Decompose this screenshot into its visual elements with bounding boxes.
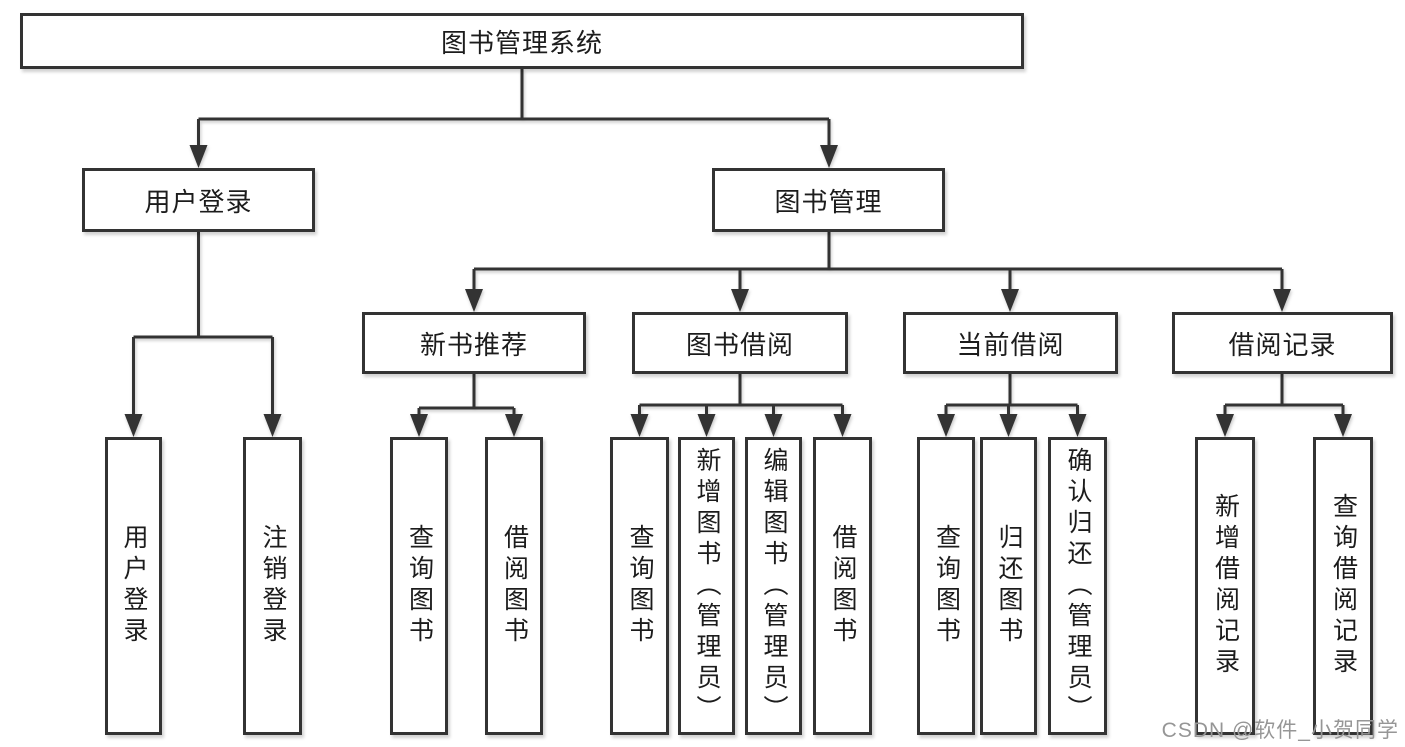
leaf-query-book-2: 查询图书 — [610, 437, 669, 735]
node-new-book-recommend: 新书推荐 — [362, 312, 586, 374]
leaf-borrow-book-2: 借阅图书 — [813, 437, 872, 735]
node-book-management: 图书管理 — [712, 168, 945, 232]
leaf-confirm-return: 确认归还（管理员） — [1048, 437, 1107, 735]
leaf-edit-book: 编辑图书（管理员） — [745, 437, 802, 735]
leaf-add-book: 新增图书（管理员） — [678, 437, 735, 735]
leaf-borrow-book-1: 借阅图书 — [485, 437, 543, 735]
leaf-add-borrow-record: 新增借阅记录 — [1195, 437, 1255, 735]
leaf-query-book-1: 查询图书 — [390, 437, 448, 735]
node-root: 图书管理系统 — [20, 13, 1024, 69]
node-user-login: 用户登录 — [82, 168, 315, 232]
leaf-user-login: 用户登录 — [105, 437, 162, 735]
arrowheads-level2 — [189, 145, 838, 168]
leaf-query-book-3: 查询图书 — [917, 437, 975, 735]
node-book-borrow: 图书借阅 — [632, 312, 848, 374]
arrowheads-leaves — [124, 414, 1352, 437]
watermark: CSDN @软件_小贺同学 — [1161, 719, 1399, 742]
node-current-borrow: 当前借阅 — [903, 312, 1118, 374]
arrowheads-level3 — [465, 289, 1291, 312]
leaf-logout: 注销登录 — [243, 437, 302, 735]
leaf-query-borrow-record: 查询借阅记录 — [1313, 437, 1373, 735]
leaf-return-book: 归还图书 — [980, 437, 1037, 735]
node-borrow-record: 借阅记录 — [1172, 312, 1393, 374]
